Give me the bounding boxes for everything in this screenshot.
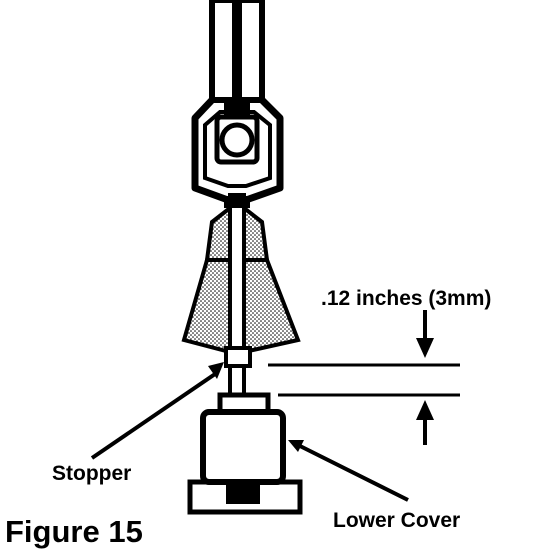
boot	[181, 203, 301, 355]
stopper	[224, 346, 252, 368]
dimension-marker	[268, 310, 460, 445]
clevis-pin	[214, 100, 260, 165]
lower-cover-leader-arrow	[288, 440, 409, 502]
dimension-label: .12 inches (3mm)	[321, 287, 491, 310]
figure-caption: Figure 15	[5, 514, 143, 549]
stopper-leader-arrow	[90, 362, 224, 460]
lower-cover	[187, 392, 303, 515]
stopper-label: Stopper	[52, 462, 131, 485]
lower-cover-label: Lower Cover	[333, 509, 460, 532]
